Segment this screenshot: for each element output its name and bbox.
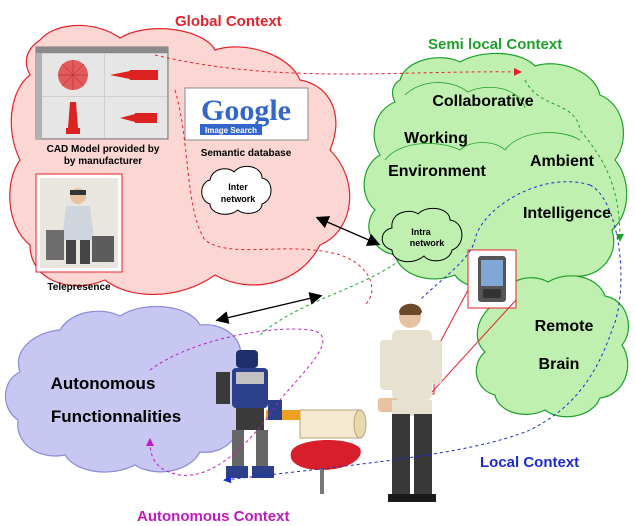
red-stool [290, 439, 361, 494]
google-wordmark: Google [201, 94, 291, 127]
inter-network-cloud [201, 165, 272, 215]
pda-callout-line-2 [431, 299, 517, 393]
semi-local-context-title: Semi local Context [428, 36, 562, 53]
intelligence-label: Intelligence [523, 205, 611, 222]
autonomous-loop-arrow [146, 328, 324, 476]
global-internal-arrow [174, 89, 373, 306]
local-context-title: Local Context [480, 454, 579, 471]
collaborative-label: Collaborative [432, 93, 533, 110]
environment-label: Environment [388, 163, 486, 180]
image-search-label: Image Search [205, 126, 257, 135]
global-context-title: Global Context [175, 13, 282, 30]
intra-network-line2: network [410, 238, 446, 248]
carried-tube [299, 409, 367, 439]
cad-model-screenshot [35, 46, 169, 140]
autonomous-cloud-line1: Autonomous [51, 374, 156, 393]
local-context-arrow [223, 184, 622, 484]
autonomous-context-cloud [4, 305, 254, 473]
google-logo: Google Image Search [184, 87, 309, 141]
cad-caption-line2: by manufacturer [64, 156, 142, 167]
global-to-semi-arrow [154, 54, 522, 76]
remote-label: Remote [535, 318, 594, 335]
semantic-database-label: Semantic database [201, 148, 292, 159]
inter-network-line2: network [221, 194, 257, 204]
brain-label: Brain [539, 356, 580, 373]
semi-local-arrow [524, 79, 624, 242]
remote-brain-cloud [475, 275, 630, 418]
working-label: Working [404, 130, 468, 147]
telepresence-label: Telepresence [47, 282, 111, 293]
humanoid-robot [216, 350, 306, 478]
pda-device [467, 249, 517, 309]
telepresence-photo [35, 173, 123, 273]
global-autonomous-double-arrow [215, 292, 323, 324]
cad-caption-line1: CAD Model provided by [47, 144, 160, 155]
ambient-label: Ambient [530, 153, 595, 170]
intra-network-line1: Intra [411, 227, 431, 237]
global-semi-double-arrow [315, 216, 381, 246]
intra-network-cloud [381, 207, 463, 263]
autonomous-context-title: Autonomous Context [137, 508, 289, 525]
autonomous-cloud-line2: Functionnalities [51, 407, 181, 426]
inter-network-line1: Inter [228, 182, 248, 192]
person [378, 303, 442, 502]
